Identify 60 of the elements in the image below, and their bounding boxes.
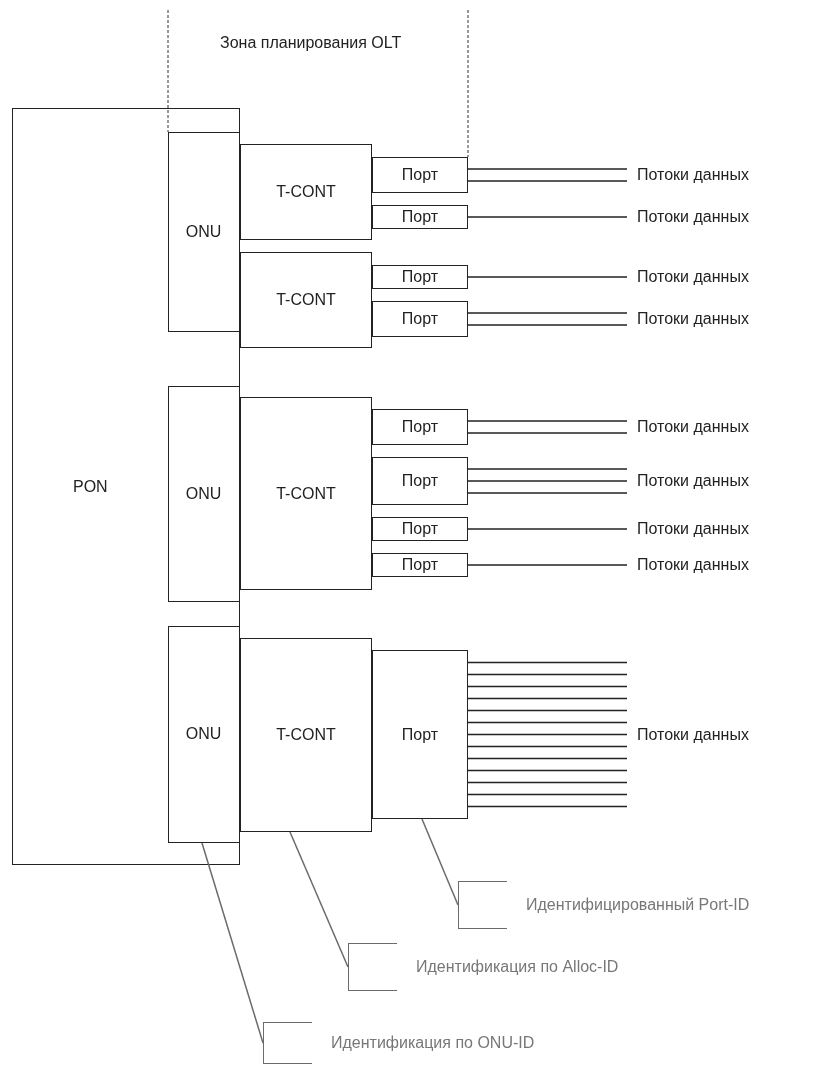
- port-box: Порт: [372, 409, 468, 445]
- data-stream-label: Потоки данных: [627, 163, 817, 187]
- data-stream-label: Потоки данных: [627, 463, 817, 499]
- callout-label: Идентификация по Alloc-ID: [348, 943, 648, 991]
- port-box: Порт: [372, 157, 468, 193]
- leader-line: [289, 831, 349, 968]
- callout-label: Идентификация по ONU-ID: [263, 1022, 563, 1064]
- port-box: Порт: [372, 301, 468, 337]
- stream-line: [467, 432, 628, 434]
- data-stream-label: Потоки данных: [627, 307, 817, 331]
- stream-line: [467, 673, 628, 676]
- onu-box: ONU: [167, 131, 240, 332]
- t-cont-box: T-CONT: [240, 252, 372, 348]
- stream-line: [467, 769, 628, 772]
- data-stream-label: Потоки данных: [627, 265, 817, 289]
- stream-line: [467, 564, 628, 566]
- data-stream-label: Потоки данных: [627, 656, 817, 813]
- data-stream-label: Потоки данных: [627, 415, 817, 439]
- stream-line: [467, 528, 628, 530]
- stream-line: [467, 312, 628, 314]
- t-cont-box: T-CONT: [240, 144, 372, 240]
- stream-line: [467, 324, 628, 326]
- onu-box: ONU: [167, 385, 240, 602]
- port-box: Порт: [372, 650, 468, 819]
- stream-line: [467, 745, 628, 748]
- zone-label: Зона планирования OLT: [220, 34, 402, 52]
- stream-line: [467, 661, 628, 664]
- data-stream-label: Потоки данных: [627, 517, 817, 541]
- stream-line: [467, 480, 628, 482]
- callout-label: Идентифицированный Port-ID: [458, 881, 758, 929]
- pon-box: [12, 108, 240, 865]
- data-stream-label: Потоки данных: [627, 205, 817, 229]
- stream-line: [467, 168, 628, 170]
- stream-line: [467, 180, 628, 182]
- t-cont-box: T-CONT: [240, 397, 372, 590]
- t-cont-box: T-CONT: [240, 638, 372, 832]
- box-label: PON: [73, 477, 108, 496]
- stream-line: [467, 492, 628, 494]
- stream-line: [467, 697, 628, 700]
- stream-line: [467, 709, 628, 712]
- leader-line: [421, 818, 459, 906]
- port-box: Порт: [372, 457, 468, 505]
- stream-line: [467, 216, 628, 218]
- stream-line: [467, 721, 628, 724]
- stream-line: [467, 468, 628, 470]
- stream-line: [467, 733, 628, 736]
- onu-box: ONU: [167, 625, 240, 843]
- stream-line: [467, 805, 628, 808]
- port-box: Порт: [372, 205, 468, 229]
- stream-line: [467, 420, 628, 422]
- port-box: Порт: [372, 517, 468, 541]
- port-box: Порт: [372, 265, 468, 289]
- stream-line: [467, 685, 628, 688]
- leader-line: [201, 842, 264, 1044]
- port-box: Порт: [372, 553, 468, 577]
- stream-line: [467, 757, 628, 760]
- stream-line: [467, 781, 628, 784]
- stream-line: [467, 276, 628, 278]
- stream-line: [467, 793, 628, 796]
- data-stream-label: Потоки данных: [627, 553, 817, 577]
